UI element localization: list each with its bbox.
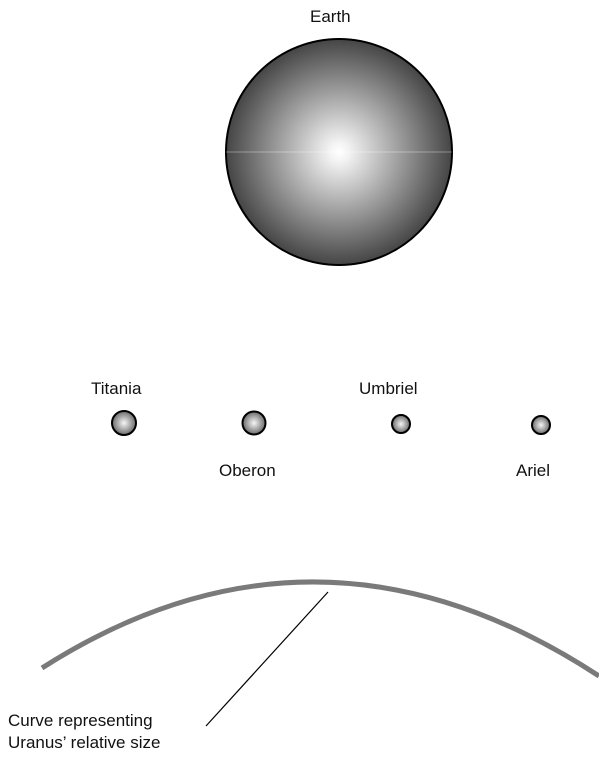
oberon-moon xyxy=(243,412,266,435)
umbriel-label: Umbriel xyxy=(359,379,418,399)
earth xyxy=(226,39,452,265)
titania-moon xyxy=(112,411,136,435)
ariel-moon xyxy=(532,416,550,434)
uranus-caption-line-2: Uranus’ relative size xyxy=(8,732,160,754)
uranus-leader-line xyxy=(206,592,328,726)
uranus-caption-line-1: Curve representing xyxy=(8,710,160,732)
titania-label: Titania xyxy=(91,379,141,399)
oberon-label: Oberon xyxy=(219,461,276,481)
ariel-label: Ariel xyxy=(516,461,550,481)
earth-label: Earth xyxy=(310,7,351,27)
uranus-caption: Curve representing Uranus’ relative size xyxy=(8,710,160,754)
uranus-curve xyxy=(42,582,599,676)
umbriel-moon xyxy=(392,415,410,433)
